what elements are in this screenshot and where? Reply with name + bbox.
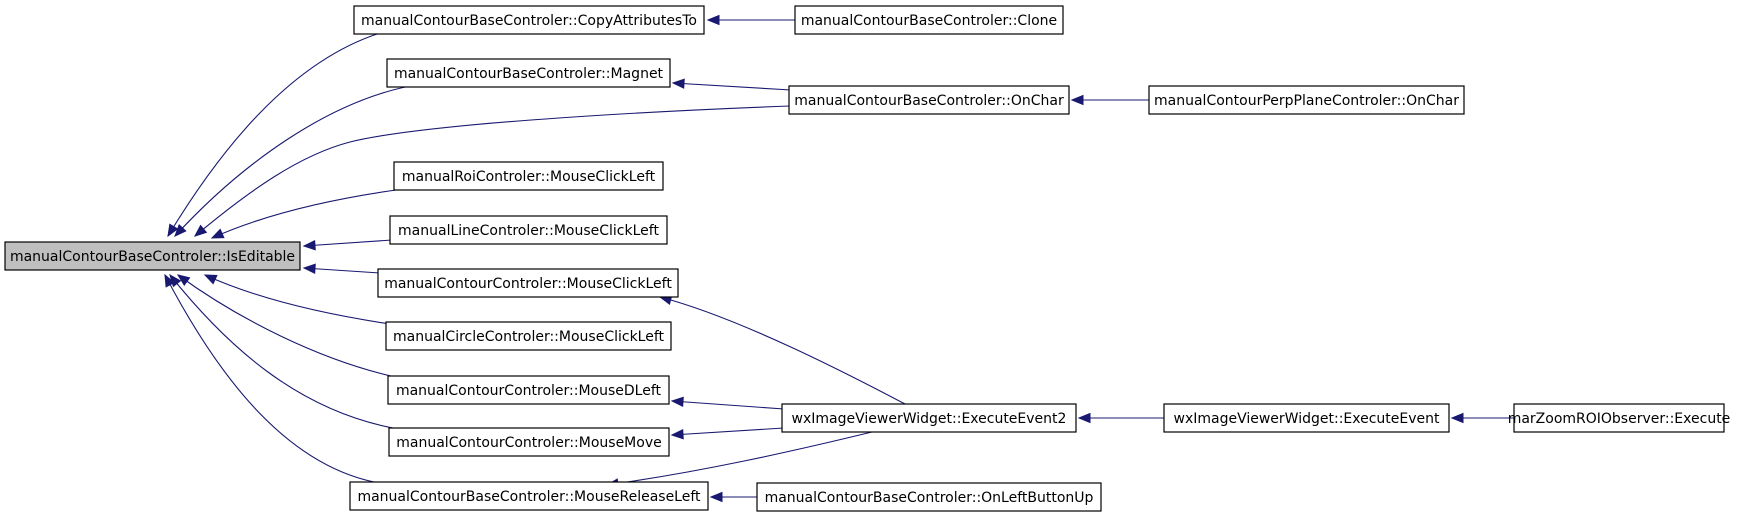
call-edge: [606, 430, 877, 486]
node-contour-mouse-click-left[interactable]: manualContourControler::MouseClickLeft: [377, 268, 679, 298]
node-roi-mouse-click-left[interactable]: manualRoiControler::MouseClickLeft: [393, 161, 664, 191]
call-edge: [303, 239, 393, 247]
node-perp-on-char[interactable]: manualContourPerpPlaneControler::OnChar: [1148, 85, 1465, 115]
node-circle-mouse-click-left[interactable]: manualCircleControler::MouseClickLeft: [385, 321, 672, 351]
node-label: manualContourBaseControler::MouseRelease…: [357, 489, 701, 505]
node-zoom-execute[interactable]: marZoomROIObserver::Execute: [1508, 403, 1731, 433]
node-mouse-move[interactable]: manualContourControler::MouseMove: [388, 427, 670, 457]
arrowhead: [671, 78, 685, 89]
call-edge: [303, 267, 381, 274]
call-edge: [672, 82, 792, 91]
call-edge: [211, 189, 397, 239]
arrowhead: [164, 273, 175, 288]
node-execute-event2[interactable]: wxImageViewerWidget::ExecuteEvent2: [781, 403, 1077, 433]
call-edge: [194, 105, 791, 237]
node-magnet[interactable]: manualContourBaseControler::Magnet: [386, 58, 671, 88]
node-label: manualContourBaseControler::Magnet: [394, 66, 664, 82]
node-is-editable[interactable]: manualContourBaseControler::IsEditable: [4, 241, 301, 271]
node-label: manualContourBaseControler::CopyAttribut…: [361, 13, 697, 29]
node-execute-event[interactable]: wxImageViewerWidget::ExecuteEvent: [1163, 403, 1450, 433]
node-label: manualLineControler::MouseClickLeft: [398, 223, 659, 239]
call-edge: [169, 274, 394, 429]
call-edge: [167, 32, 381, 237]
node-label: manualContourBaseControler::OnLeftButton…: [765, 490, 1094, 506]
call-edge: [671, 427, 785, 436]
node-label: manualContourBaseControler::OnChar: [794, 93, 1064, 109]
node-label: manualContourControler::MouseMove: [396, 435, 661, 451]
call-edge: [164, 274, 386, 485]
node-label: manualCircleControler::MouseClickLeft: [393, 329, 665, 345]
arrowhead: [670, 396, 684, 408]
arrowhead: [1077, 412, 1091, 424]
node-copy-attributes-to[interactable]: manualContourBaseControler::CopyAttribut…: [353, 5, 705, 35]
node-mouse-d-left[interactable]: manualContourControler::MouseDLeft: [387, 375, 670, 405]
node-on-left-button-up[interactable]: manualContourBaseControler::OnLeftButton…: [756, 482, 1102, 512]
arrowhead: [210, 228, 225, 239]
node-label: manualRoiControler::MouseClickLeft: [402, 169, 656, 185]
call-edge: [671, 400, 785, 410]
call-edge: [659, 296, 908, 406]
node-label: marZoomROIObserver::Execute: [1508, 411, 1731, 427]
arrowhead: [302, 239, 316, 251]
edge-layer: [164, 14, 1516, 503]
arrowhead: [709, 491, 723, 503]
arrowhead: [203, 274, 218, 285]
arrowhead: [1450, 412, 1464, 424]
arrowhead: [1070, 94, 1084, 106]
call-edge: [177, 274, 396, 378]
node-line-mouse-click-left[interactable]: manualLineControler::MouseClickLeft: [389, 215, 668, 245]
node-label: manualContourPerpPlaneControler::OnChar: [1154, 93, 1459, 109]
arrowhead: [167, 223, 179, 238]
arrowhead: [193, 224, 208, 237]
node-label: wxImageViewerWidget::ExecuteEvent: [1174, 411, 1441, 427]
call-edge: [174, 85, 411, 237]
arrowhead: [670, 429, 684, 440]
node-clone[interactable]: manualContourBaseControler::Clone: [794, 5, 1064, 35]
node-label: wxImageViewerWidget::ExecuteEvent2: [792, 411, 1067, 427]
node-mouse-release-left[interactable]: manualContourBaseControler::MouseRelease…: [349, 481, 709, 511]
node-label: manualContourControler::MouseClickLeft: [384, 276, 672, 292]
arrowhead: [176, 274, 191, 286]
node-on-char[interactable]: manualContourBaseControler::OnChar: [788, 85, 1070, 115]
arrowhead: [302, 263, 316, 274]
arrowhead: [706, 14, 720, 26]
call-edge: [204, 274, 391, 325]
arrowhead: [174, 223, 187, 237]
node-label: manualContourControler::MouseDLeft: [396, 383, 662, 399]
node-layer: manualContourBaseControler::IsEditable m…: [4, 5, 1731, 512]
node-label: manualContourBaseControler::Clone: [801, 13, 1057, 29]
node-label: manualContourBaseControler::IsEditable: [10, 249, 295, 265]
